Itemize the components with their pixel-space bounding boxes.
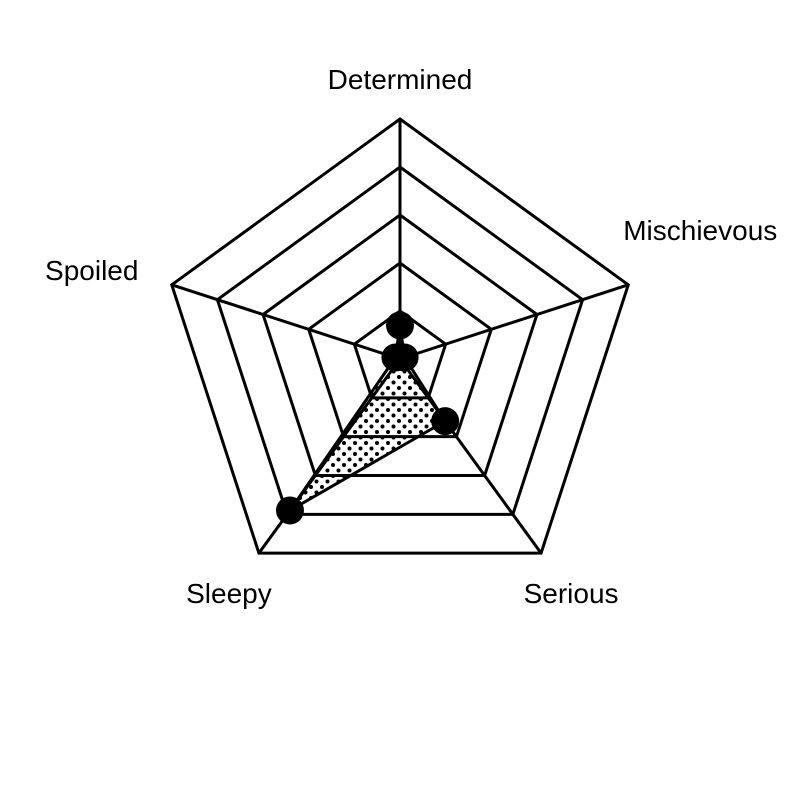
axis-labels: Determined Mischievous Serious Sleepy Sp… <box>45 64 777 609</box>
spoke-overlay-3 <box>289 358 402 511</box>
grid-ring-4 <box>215 165 585 516</box>
spoke-overlay-2 <box>398 358 446 511</box>
axis-label-mischievous: Mischievous <box>623 215 777 246</box>
grid-ring-3 <box>261 213 539 477</box>
axis-label-sleepy: Sleepy <box>186 578 272 609</box>
data-point-spoiled <box>381 343 410 372</box>
data-point-serious <box>431 407 460 436</box>
grid-ring-5 <box>169 117 631 555</box>
data-point-sleepy <box>275 496 304 525</box>
axis-label-spoiled: Spoiled <box>45 255 138 286</box>
spoke-spoiled <box>171 283 401 361</box>
data-point-determined <box>386 311 414 340</box>
spoke-mischievous <box>399 283 629 361</box>
radar-grid <box>169 117 631 555</box>
axis-label-serious: Serious <box>524 578 619 609</box>
series-area-fill <box>289 325 446 511</box>
grid-ring-overlay-2 <box>306 325 446 439</box>
axis-label-determined: Determined <box>328 64 473 95</box>
